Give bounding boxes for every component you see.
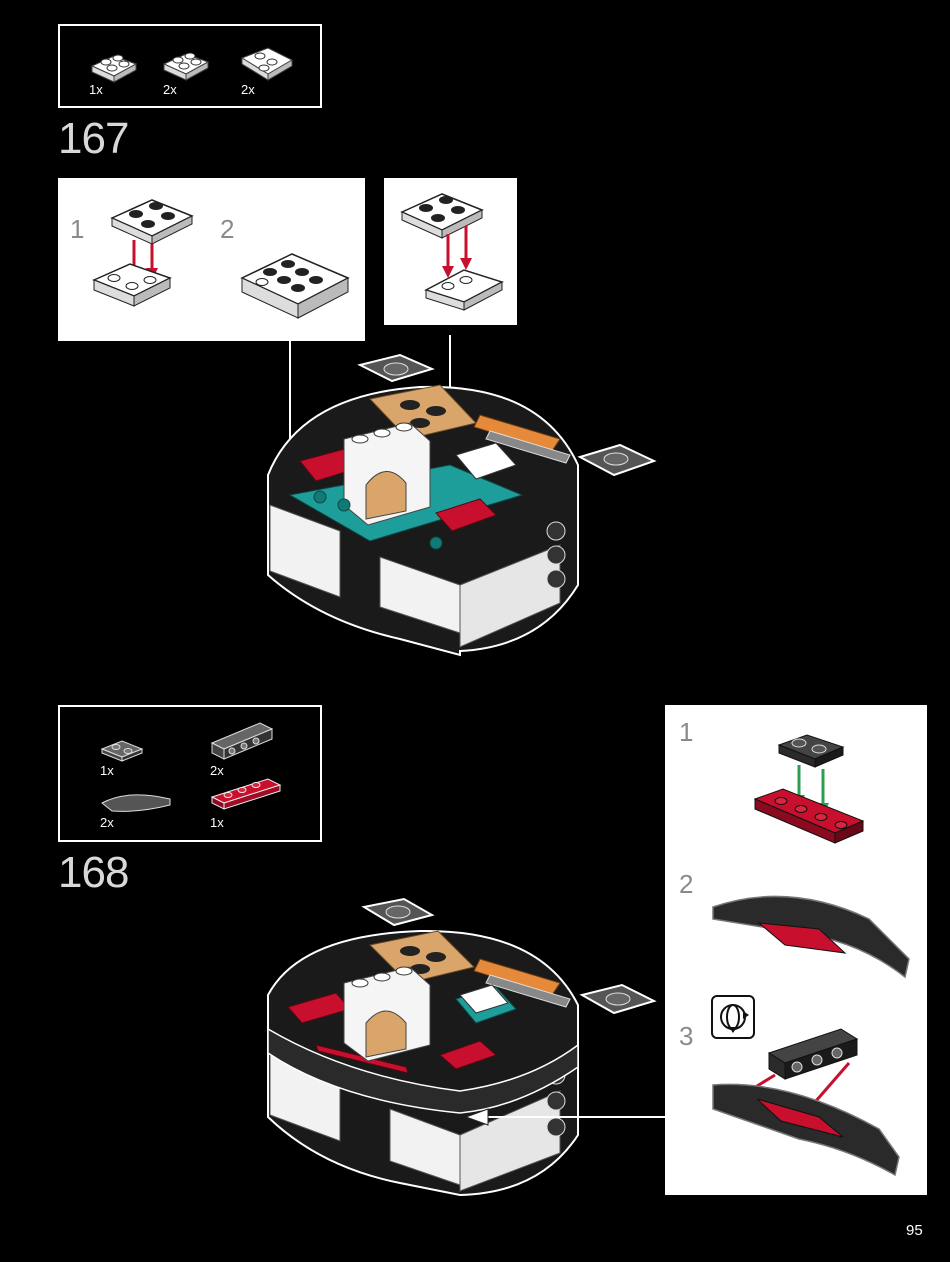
sub-assembly-curve-diagram [709,885,915,985]
callout-step-168: 1 2 3 [665,705,927,1195]
step-number-168: 168 [58,848,128,898]
part-qty: 1x [210,815,224,830]
parts-box-step-168: 1x 2x 2x 1x [58,705,322,842]
plate-1x4-red-icon [208,775,284,815]
plate-2x2-white-icon [88,44,142,84]
sub-assembly-diagram [86,188,206,328]
model-assembly-168 [260,895,680,1200]
part-qty: 1x [89,82,103,97]
curved-slope-dark-gray-icon [98,785,174,815]
bracket-1x4-dark-gray-icon [208,717,276,765]
sub-step-number: 3 [679,1021,693,1052]
part-qty: 2x [163,82,177,97]
part-qty: 1x [100,763,114,778]
parts-box-step-167: 1x 2x 2x [58,24,322,108]
page-number: 95 [906,1222,923,1239]
callout-step-167-a: 1 2 [58,178,365,341]
plate-1x2-dark-gray-icon [98,735,146,765]
part-qty: 2x [100,815,114,830]
callout-step-167-b [384,178,517,325]
part-qty: 2x [241,82,255,97]
sub-step-number: 2 [220,214,234,245]
sub-assembly-diagram [751,729,871,853]
sub-assembly-result-diagram [236,238,356,332]
sub-step-number: 1 [70,214,84,245]
sub-step-number: 1 [679,717,693,748]
sub-assembly-diagram [392,186,510,318]
model-assembly-167 [260,335,680,660]
wedge-plate-white-icon [238,40,298,84]
plate-2x2-white-icon [160,42,214,84]
sub-step-number: 2 [679,869,693,900]
sub-assembly-diagram [709,1025,919,1185]
step-number-167: 167 [58,114,128,164]
